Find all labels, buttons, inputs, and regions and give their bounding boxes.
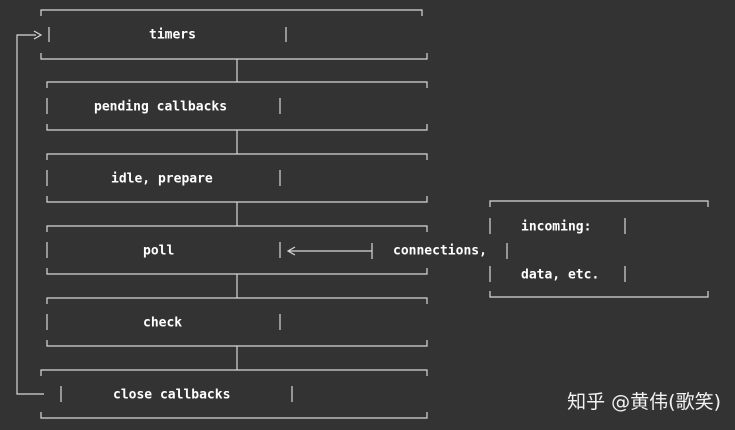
loop-back-arrowhead xyxy=(33,30,43,40)
close-callbacks-box-frame xyxy=(40,369,428,419)
incoming-label-line1: incoming: xyxy=(521,219,592,235)
watermark: 知乎 @黄伟(歌笑) xyxy=(567,391,721,413)
phase-label-timers: timers xyxy=(149,27,196,43)
phase-label-close-callbacks: close callbacks xyxy=(113,387,231,403)
incoming-label-line3: data, etc. xyxy=(521,267,600,283)
incoming-box-frame xyxy=(489,200,709,298)
phase-label-idle-prepare: idle, prepare xyxy=(111,171,213,187)
check-box-frame xyxy=(46,297,428,347)
incoming-arrowhead xyxy=(286,246,296,256)
idle-prepare-box-frame xyxy=(46,153,428,203)
poll-box-frame xyxy=(46,225,428,275)
phase-label-pending-callbacks: pending callbacks xyxy=(94,99,228,115)
phase-label-check: check xyxy=(143,315,183,331)
timers-box-frame xyxy=(40,9,428,60)
loop-back-line xyxy=(16,34,44,395)
incoming-label-line2: connections, xyxy=(393,243,487,259)
phase-label-poll: poll xyxy=(143,243,175,259)
